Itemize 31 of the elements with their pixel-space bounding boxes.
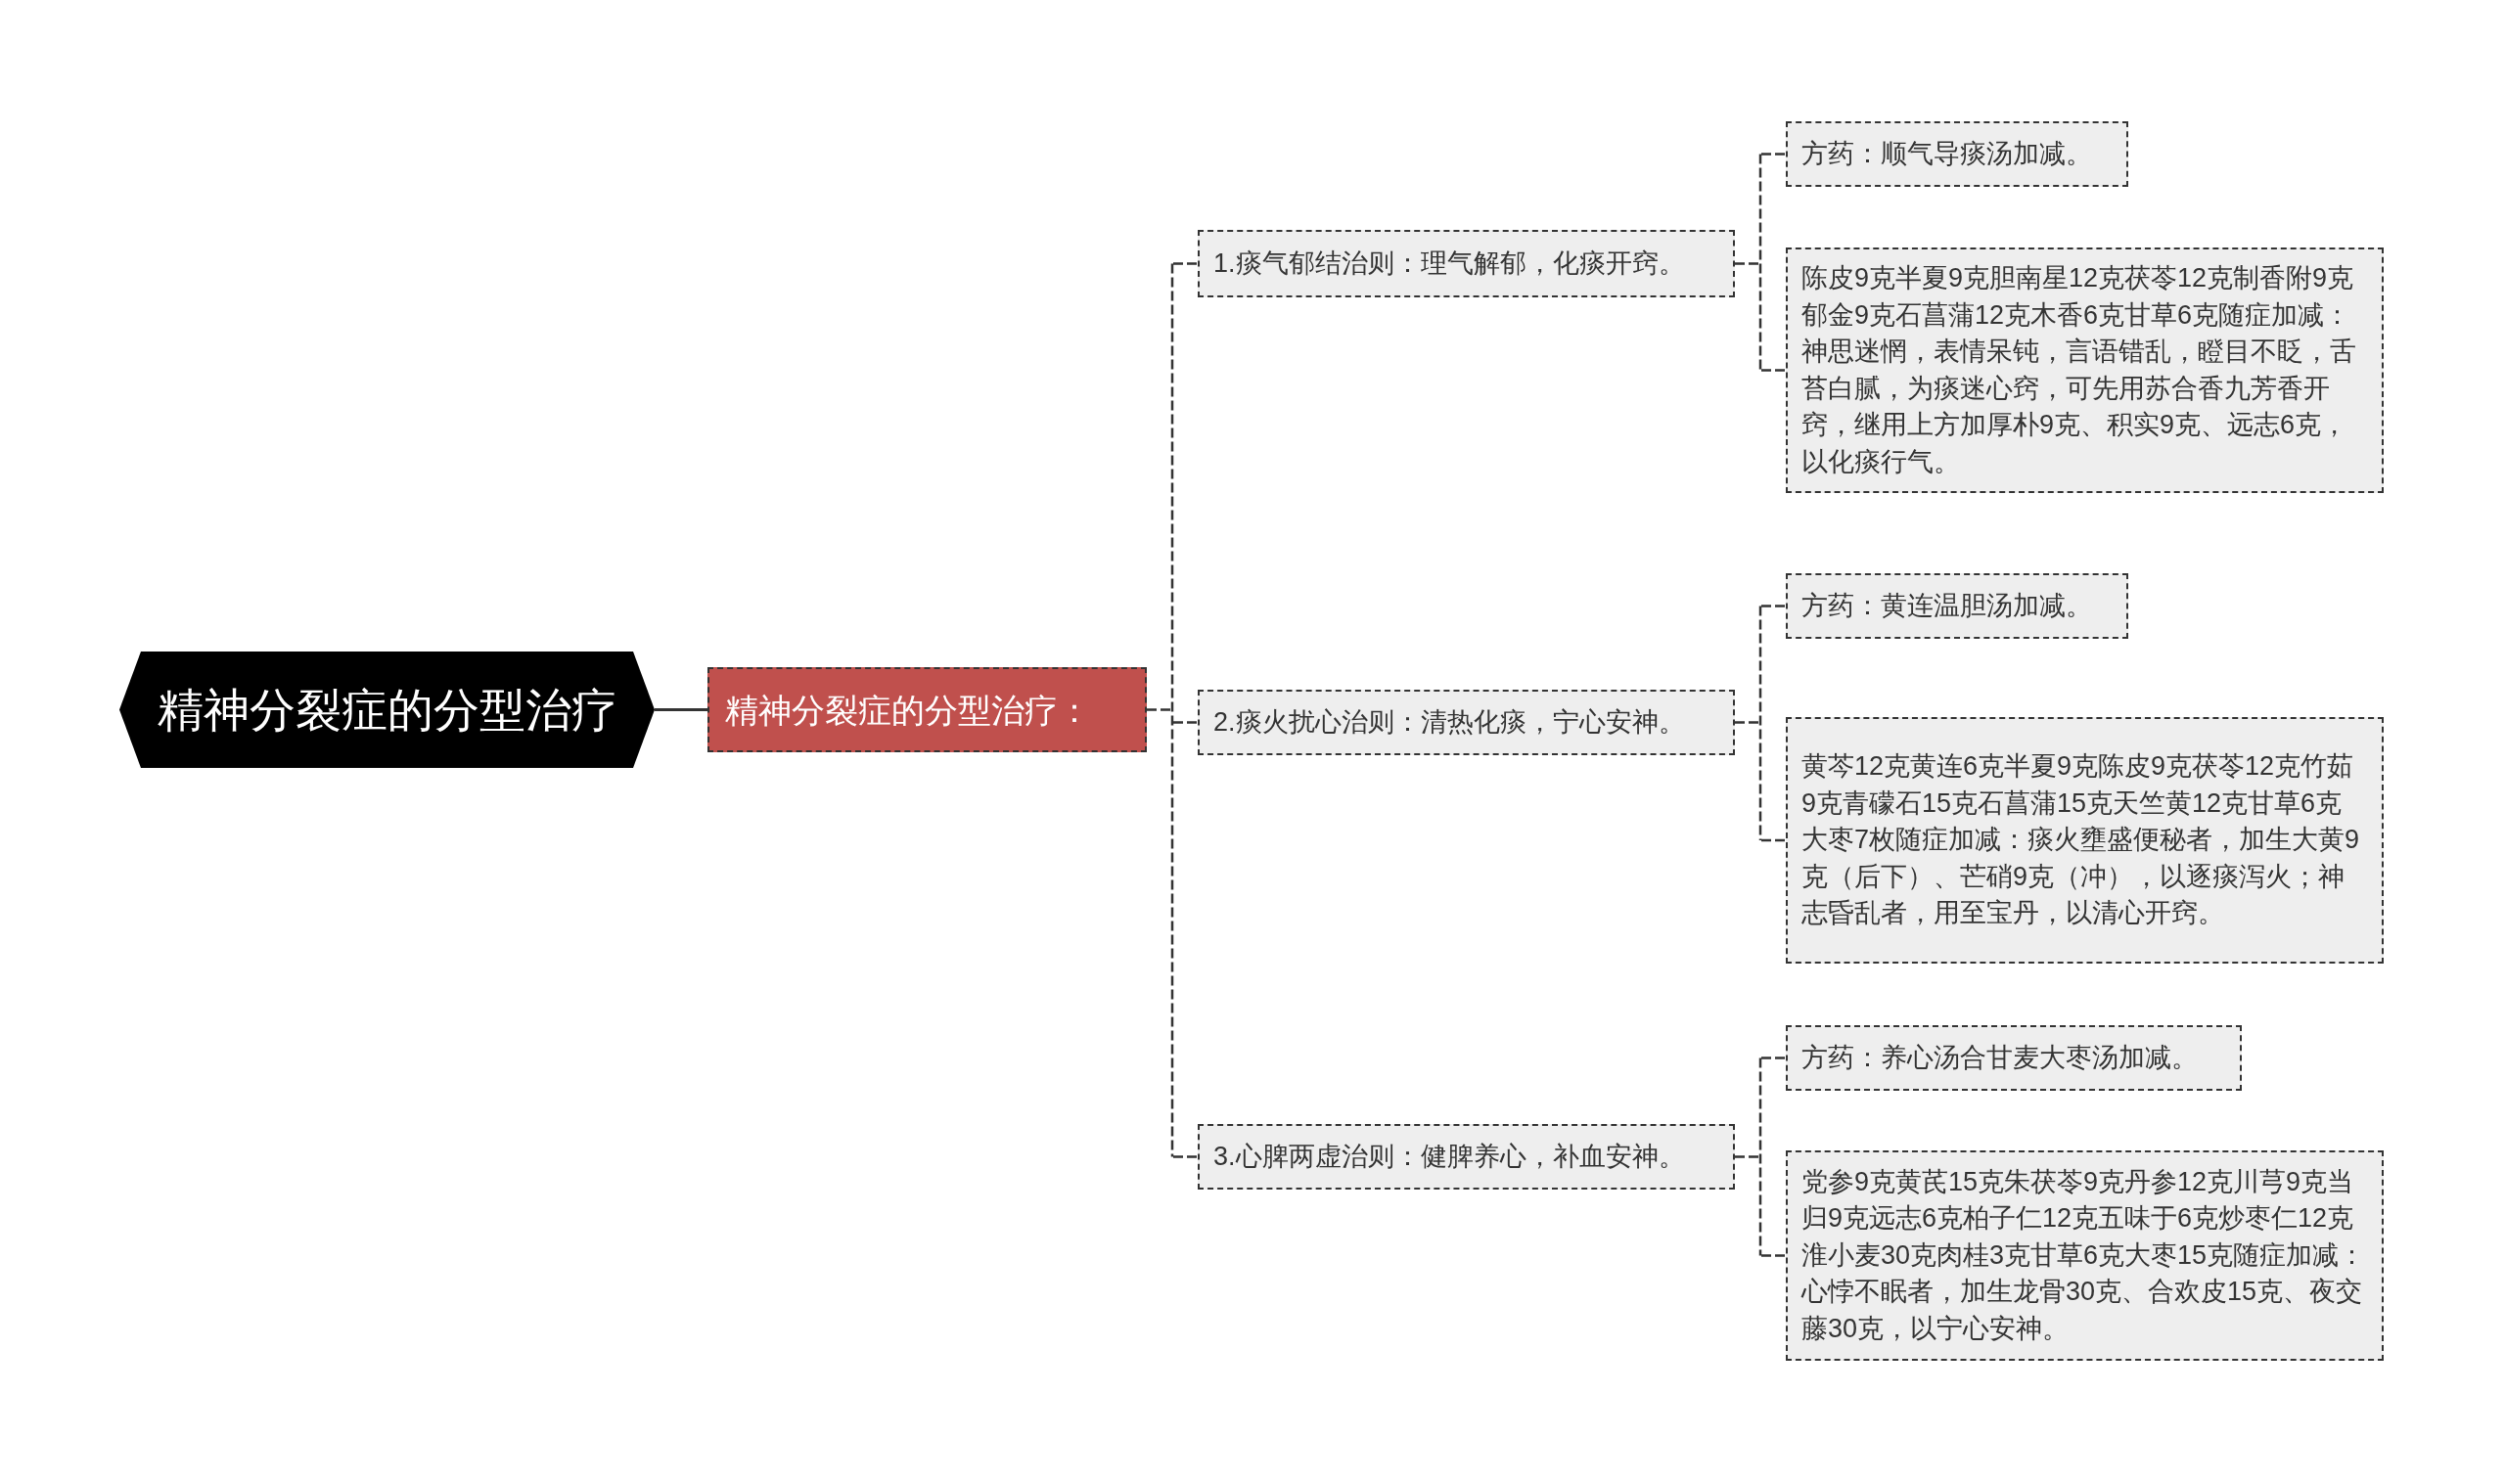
connector-line — [1173, 262, 1198, 265]
connector-line — [1761, 1057, 1786, 1059]
branch-box — [1198, 230, 1735, 297]
subtopic-box — [707, 667, 1147, 752]
connector-line — [1761, 605, 1786, 607]
connector-line — [1761, 1254, 1786, 1257]
detail-box — [1786, 247, 2384, 493]
subtopic-text: 精神分裂症的分型治疗： — [725, 690, 1091, 731]
connector-line — [1761, 369, 1786, 372]
detail-box — [1786, 1150, 2384, 1361]
topic-title: 精神分裂症的分型治疗 — [157, 682, 617, 738]
detail-text: 党参9克黄芪15克朱茯苓9克丹参12克川芎9克当归9克远志6克柏子仁12克五味于6克炒枣仁12克淮小麦30克肉桂3克甘草6克大枣15克随症加减：心悖不眠者，加生龙骨30克、合欢皮15克、夜交藤30克，以宁心安神。 — [1801, 1165, 2367, 1345]
connector-line — [1173, 1155, 1198, 1158]
branch-text: 1.痰气郁结治则：理气解郁，化痰开窍。 — [1213, 247, 1685, 280]
detail-text: 方药：顺气导痰汤加减。 — [1801, 137, 2092, 170]
detail-text: 陈皮9克半夏9克胆南星12克茯苓12克制香附9克郁金9克石菖蒲12克木香6克甘草6克随症加减：神思迷惘，表情呆钝，言语错乱，瞪目不眨，舌苔白腻，为痰迷心窍，可先用苏合香九芳香开窍，继用上方加厚朴9克、积实9克、远志6克，以化痰行气。 — [1801, 262, 2357, 478]
branch-box — [1198, 690, 1735, 755]
connector-line — [1173, 721, 1198, 724]
detail-box — [1786, 1025, 2242, 1091]
detail-box — [1786, 121, 2128, 187]
detail-text: 黄芩12克黄连6克半夏9克陈皮9克茯苓12克竹茹9克青礞石15克石菖蒲15克天竺黄12克甘草6克大枣7枚随症加减：痰火壅盛便秘者，加生大黄9克（后下）、芒硝9克（冲），以逐痰泻火；神志昏乱者，用至宝丹，以清心开窍。 — [1801, 750, 2361, 930]
branch-text: 3.心脾两虚治则：健脾养心，补血安神。 — [1213, 1140, 1685, 1173]
detail-text: 方药：养心汤合甘麦大枣汤加减。 — [1801, 1041, 2198, 1074]
detail-text: 方药：黄连温胆汤加减。 — [1801, 589, 2092, 622]
connector-line — [655, 708, 707, 711]
detail-box — [1786, 717, 2384, 964]
branch-text: 2.痰火扰心治则：清热化痰，宁心安神。 — [1213, 705, 1685, 739]
connector-line — [1761, 153, 1786, 156]
branch-box — [1198, 1124, 1735, 1190]
detail-box — [1786, 573, 2128, 639]
connector-line — [1761, 838, 1786, 842]
